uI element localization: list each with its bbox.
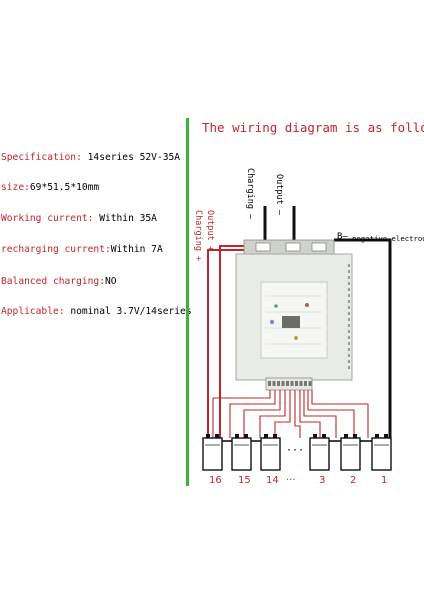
connector-pad-1 xyxy=(255,242,271,252)
balance-pin xyxy=(295,381,298,386)
spec-size: size:69*51.5*10mm xyxy=(1,182,100,193)
ellipsis-wires: ··· xyxy=(286,445,305,456)
cell-number-ellipsis: ··· xyxy=(286,475,296,486)
green-divider xyxy=(186,118,189,486)
connector-pad-3 xyxy=(311,242,327,252)
spec-balanced-charging: Balanced charging:NO xyxy=(1,276,117,287)
charging-plus-label: Charging + xyxy=(193,210,203,262)
connector-pad-2 xyxy=(285,242,301,252)
balance-pin xyxy=(299,381,303,386)
cell-number-16: 16 xyxy=(209,475,222,486)
cell-16 xyxy=(202,434,223,471)
spec-applicable: Applicable: nominal 3.7V/14series xyxy=(1,306,192,317)
balance-pin xyxy=(304,381,307,386)
pcb-component-a xyxy=(269,319,275,325)
output-plus-label: Output + xyxy=(205,210,215,251)
diagram-title: The wiring diagram is as follows xyxy=(202,120,424,135)
balance-pin xyxy=(268,381,271,386)
balance-pin xyxy=(290,381,294,386)
output-minus-label: Output – xyxy=(274,174,284,215)
cell-15 xyxy=(231,434,252,471)
cell-number-15: 15 xyxy=(238,475,251,486)
pcb-component-c xyxy=(294,336,298,340)
cell-14 xyxy=(260,434,281,471)
output-plus-wire xyxy=(219,245,244,438)
negative-electrode-label: negative electrode xyxy=(352,234,424,243)
spec-specification: Specification: 14series 52V-35A xyxy=(1,152,181,163)
pcb-component-b xyxy=(305,303,309,307)
cell-2 xyxy=(340,434,361,471)
balance-pin xyxy=(286,381,289,386)
spec-working-current: Working current: Within 35A xyxy=(1,213,157,224)
charging-plus-wire xyxy=(207,249,244,438)
pcb-chip xyxy=(282,316,300,328)
b-minus-wire xyxy=(334,238,392,438)
balance-wires xyxy=(212,390,369,438)
b-minus-label: B– xyxy=(337,232,348,242)
balance-pin xyxy=(281,381,285,386)
balance-pin xyxy=(272,381,276,386)
cell-number-14: 14 xyxy=(266,475,279,486)
cell-number-1: 1 xyxy=(381,475,388,486)
balance-pin xyxy=(277,381,280,386)
spec-recharging-current: recharging current:Within 7A xyxy=(1,244,163,255)
cell-3 xyxy=(309,434,330,471)
cell-number-3: 3 xyxy=(319,475,326,486)
pcb-component-d xyxy=(274,304,278,308)
cell-number-2: 2 xyxy=(350,475,357,486)
cell-1 xyxy=(371,434,392,471)
charging-minus-label: Charging – xyxy=(245,168,255,220)
balance-pin xyxy=(308,381,312,386)
